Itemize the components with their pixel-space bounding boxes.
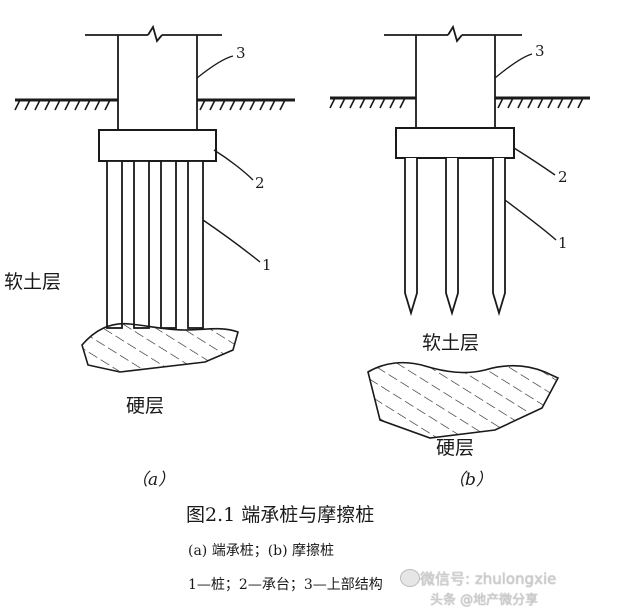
panel-a — [14, 24, 295, 373]
superstructure-a — [85, 24, 222, 130]
figure-title: 图2.1 端承桩与摩擦桩 — [186, 504, 375, 526]
ground-line-b — [329, 96, 590, 109]
callout-1-b: 1 — [558, 234, 568, 252]
hard-stratum-a — [81, 322, 239, 373]
panel-label-a: （a） — [131, 470, 175, 490]
callout-3-a: 3 — [236, 44, 246, 62]
panel-label-b: （b） — [448, 470, 493, 490]
callout-1-a: 1 — [262, 256, 272, 274]
callout-2-a: 2 — [255, 174, 265, 192]
hard-stratum-b — [367, 361, 560, 439]
figure-subtitle: (a) 端承桩；(b) 摩擦桩 — [188, 543, 335, 559]
watermark-icon — [400, 569, 420, 587]
hard-layer-label-a: 硬层 — [126, 395, 164, 417]
pile-cap-a — [98, 129, 217, 162]
watermark-wechat: 微信号: zhulongxie — [420, 570, 557, 588]
piles-b — [404, 158, 506, 317]
piles-a — [106, 160, 204, 329]
figure-legend: 1—桩；2—承台；3—上部结构 — [188, 577, 383, 593]
leader-lines-a — [196, 55, 261, 263]
hard-layer-label-b: 硬层 — [436, 437, 474, 459]
superstructure-b — [384, 24, 522, 128]
soft-soil-label-b: 软土层 — [422, 332, 479, 354]
pile-cap-b — [395, 127, 515, 159]
callout-2-b: 2 — [558, 168, 568, 186]
panel-b — [329, 24, 590, 439]
soft-soil-label-a: 软土层 — [4, 271, 61, 293]
watermark-toutiao: 头条 @地产微分享 — [430, 593, 539, 608]
leader-lines-b — [494, 53, 557, 241]
ground-line-a — [14, 98, 295, 111]
callout-3-b: 3 — [535, 42, 545, 60]
